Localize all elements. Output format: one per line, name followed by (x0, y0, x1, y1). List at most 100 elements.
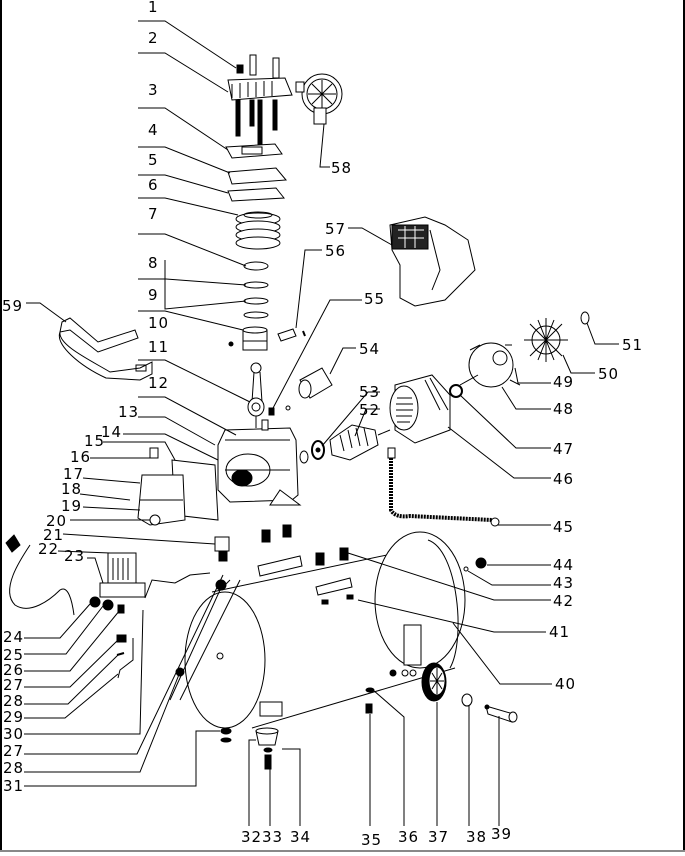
callout-label-42: 42 (553, 592, 573, 610)
callout-label-16: 16 (70, 448, 90, 466)
leader-lines (24, 20, 619, 826)
circlip-part (580, 311, 590, 325)
callout-label-50: 50 (598, 365, 618, 383)
callout-label-27: 27 (3, 742, 23, 760)
callout-label-57: 57 (325, 220, 345, 238)
callout-label-33: 33 (262, 828, 282, 846)
callout-label-59: 59 (2, 297, 22, 315)
callout-label-6: 6 (148, 176, 158, 194)
leader-line-7 (138, 233, 247, 267)
callout-label-37: 37 (428, 828, 448, 846)
frame-border-bottom (0, 850, 685, 852)
leader-line-28 (24, 671, 181, 773)
axle-parts (461, 693, 518, 723)
leader-line-8 (138, 278, 247, 286)
callout-label-11: 11 (148, 338, 168, 356)
capacitor-part (298, 367, 333, 399)
leader-line-15 (103, 441, 176, 461)
callout-label-17: 17 (63, 465, 83, 483)
callout-label-41: 41 (549, 623, 569, 641)
leader-line-18 (79, 493, 131, 501)
leader-line-3 (138, 107, 229, 151)
callout-label-54: 54 (359, 340, 379, 358)
wheel-part (421, 662, 447, 702)
leader-line-42 (347, 552, 551, 601)
handle-part (58, 317, 153, 381)
callout-label-45: 45 (553, 518, 573, 536)
callout-label-55: 55 (364, 290, 384, 308)
callout-label-25: 25 (3, 646, 23, 664)
power-cord-part (5, 534, 75, 616)
leader-line-9 (164, 260, 247, 310)
leader-line-13 (138, 416, 216, 446)
leader-line-53 (321, 391, 380, 447)
callout-label-49: 49 (553, 373, 573, 391)
callout-label-8: 8 (148, 254, 158, 272)
leader-line-47 (459, 394, 551, 449)
air-tank-part (169, 524, 466, 729)
callout-label-21: 21 (43, 526, 63, 544)
leader-line-31 (24, 730, 220, 787)
callout-label-23: 23 (64, 547, 84, 565)
callout-label-2: 2 (148, 29, 158, 47)
callout-label-58: 58 (331, 159, 351, 177)
callout-label-30: 30 (3, 725, 23, 743)
leader-line-4 (138, 146, 231, 174)
leader-line-21 (62, 533, 216, 545)
callout-label-35: 35 (361, 831, 381, 849)
callout-label-38: 38 (466, 828, 486, 846)
leader-line-5 (138, 174, 229, 194)
motor-end-cover-part (459, 342, 521, 388)
callout-label-3: 3 (148, 81, 158, 99)
elbow-fitting-part (214, 536, 230, 562)
leader-line-32 (248, 739, 256, 826)
callout-label-34: 34 (290, 828, 310, 846)
motor-stator-part (389, 374, 451, 444)
callout-label-5: 5 (148, 151, 158, 169)
leader-line-51 (586, 322, 619, 345)
callout-label-26: 26 (3, 661, 23, 679)
callout-label-9: 9 (148, 286, 158, 304)
callout-label-18: 18 (61, 480, 81, 498)
leader-line-48 (501, 386, 551, 410)
callout-label-32: 32 (241, 828, 261, 846)
frame-border-right (683, 0, 685, 852)
leader-line-59 (26, 302, 67, 323)
callout-label-44: 44 (553, 556, 573, 574)
leader-line-30 (24, 609, 144, 735)
leader-line-57 (348, 227, 393, 246)
leader-line-25 (24, 605, 104, 655)
check-valve-part (463, 557, 487, 572)
callout-label-13: 13 (118, 403, 138, 421)
cylinder-head-part (227, 54, 293, 145)
callout-label-36: 36 (398, 828, 418, 846)
leader-line-11 (138, 359, 251, 403)
rotor-part (329, 424, 391, 461)
callout-label-1: 1 (148, 0, 158, 16)
frame-border-left (0, 0, 2, 852)
callout-label-19: 19 (61, 497, 81, 515)
callout-label-40: 40 (555, 675, 575, 693)
callout-label-47: 47 (553, 440, 573, 458)
drain-valve-part (365, 669, 417, 714)
leader-line-43 (467, 570, 551, 586)
leader-line-52 (354, 408, 380, 437)
leader-line-34 (282, 748, 301, 826)
callout-label-22: 22 (38, 540, 58, 558)
callout-label-48: 48 (553, 400, 573, 418)
callout-label-51: 51 (622, 336, 642, 354)
leader-line-49 (514, 367, 551, 384)
leader-line-27 (24, 639, 119, 688)
callout-label-15: 15 (84, 432, 104, 450)
pressure-switch-part (89, 552, 211, 614)
leader-line-58 (319, 123, 330, 168)
callout-label-28: 28 (3, 692, 23, 710)
callout-label-12: 12 (148, 374, 168, 392)
leader-line-6 (138, 197, 239, 216)
crankcase-part (217, 419, 302, 506)
leader-line-55 (271, 299, 362, 411)
callout-label-31: 31 (3, 777, 23, 795)
callout-label-24: 24 (3, 628, 23, 646)
